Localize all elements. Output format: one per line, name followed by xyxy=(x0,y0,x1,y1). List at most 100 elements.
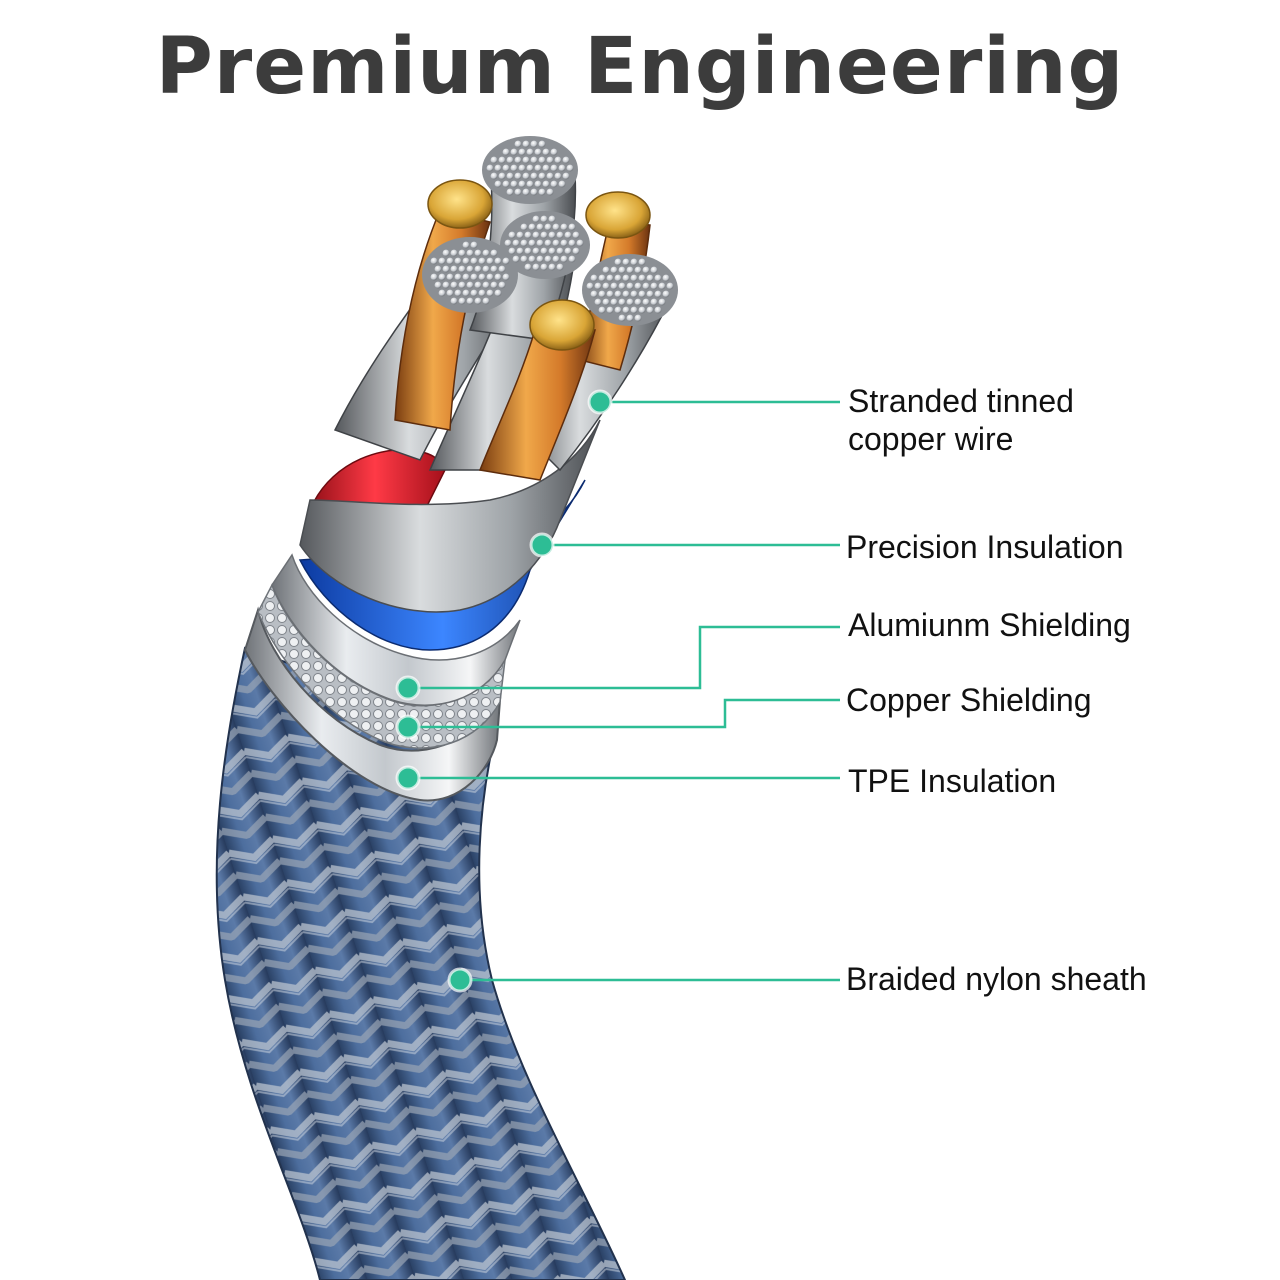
strand-end-dot xyxy=(522,172,530,180)
strand-end-dot xyxy=(470,289,478,297)
strand-end-dot xyxy=(532,263,540,271)
strand-end-dot xyxy=(572,247,580,255)
strand-end-dot xyxy=(650,282,658,290)
callout-label-precision-line1: Precision Insulation xyxy=(846,529,1124,565)
strand-end-dot xyxy=(482,297,490,305)
strand-end-dot xyxy=(662,274,670,282)
strand-end-dot xyxy=(626,298,634,306)
strand-end-dot xyxy=(546,156,554,164)
strand-end-dot xyxy=(524,247,532,255)
strand-end-dot xyxy=(558,164,566,172)
strand-end-dot xyxy=(548,247,556,255)
strand-end-dot xyxy=(474,249,482,257)
strand-end-dot xyxy=(486,289,494,297)
braided-sheath xyxy=(215,646,627,1280)
gold-cap-center xyxy=(529,299,595,351)
strand-end-dot xyxy=(478,289,486,297)
strand-end-dot xyxy=(462,241,470,249)
callout-label-copper: Copper Shielding xyxy=(846,681,1092,719)
strand-end-dot xyxy=(502,257,510,265)
strand-end-dot xyxy=(606,306,614,314)
strand-end-dot xyxy=(638,258,646,266)
strand-end-dot xyxy=(642,298,650,306)
strand-end-dot xyxy=(530,188,538,196)
strand-end-dot xyxy=(528,239,536,247)
strand-end-dot xyxy=(474,281,482,289)
strand-end-dot xyxy=(564,247,572,255)
gold-cap-left xyxy=(427,179,493,229)
callout-label-aluminum: Alumiunm Shielding xyxy=(848,606,1131,644)
strand-end-dot xyxy=(514,140,522,148)
callout-label-stranded: Stranded tinned copper wire xyxy=(848,382,1074,458)
strand-end-dot xyxy=(564,231,572,239)
strand-end-dot xyxy=(560,239,568,247)
strand-end-dot xyxy=(630,290,638,298)
strand-end-dot xyxy=(522,140,530,148)
strand-end-dot xyxy=(522,156,530,164)
strand-end-dot xyxy=(516,231,524,239)
strand-end-dot xyxy=(466,281,474,289)
strand-end-dot xyxy=(650,298,658,306)
strand-end-dot xyxy=(622,274,630,282)
callout-dot-stranded xyxy=(587,389,613,415)
strand-end-dot xyxy=(474,297,482,305)
strand-end-dot xyxy=(490,281,498,289)
strand-end-dot xyxy=(490,172,498,180)
strand-end-dot xyxy=(458,265,466,273)
strand-end-dot xyxy=(542,148,550,156)
strand-end-dot xyxy=(522,188,530,196)
strand-end-dot xyxy=(566,164,574,172)
strand-end-dot xyxy=(546,188,554,196)
strand-end-dot xyxy=(528,223,536,231)
strand-end-dot xyxy=(622,306,630,314)
strand-end-dot xyxy=(442,249,450,257)
strand-end-dot xyxy=(658,282,666,290)
strand-end-dot xyxy=(552,255,560,263)
strand-end-dot xyxy=(538,172,546,180)
strand-end-dot xyxy=(512,239,520,247)
strand-end-dot xyxy=(450,281,458,289)
strand-end-dot xyxy=(534,180,542,188)
aluminum-shield-band xyxy=(271,553,521,707)
strand-end-dot xyxy=(474,265,482,273)
strand-end-dot xyxy=(502,164,510,172)
strand-end-dot xyxy=(454,257,462,265)
strand-end-dot xyxy=(466,297,474,305)
strand-end-dot xyxy=(544,239,552,247)
strand-end-dot xyxy=(560,255,568,263)
strand-end-dot xyxy=(654,306,662,314)
strand-end-dot xyxy=(450,265,458,273)
strand-end-dot xyxy=(532,231,540,239)
strand-end-dot xyxy=(482,249,490,257)
strand-end-dot xyxy=(606,274,614,282)
strand-end-dot xyxy=(598,290,606,298)
strand-end-dot xyxy=(618,298,626,306)
strand-end-dot xyxy=(520,223,528,231)
strand-end-dot xyxy=(462,257,470,265)
strand-end-dot xyxy=(526,180,534,188)
strand-end-dot xyxy=(540,231,548,239)
strand-end-dot xyxy=(532,247,540,255)
strand-end-dot xyxy=(446,289,454,297)
gold-cap-right xyxy=(585,191,651,239)
callout-label-tpe-line1: TPE Insulation xyxy=(848,763,1057,799)
strand-end-dot xyxy=(528,255,536,263)
strand-end-dot xyxy=(514,188,522,196)
strand-end-dot xyxy=(568,239,576,247)
strand-end-dot xyxy=(550,148,558,156)
strand-end-dot xyxy=(534,164,542,172)
strand-end-dot xyxy=(498,156,506,164)
callout-label-braided: Braided nylon sheath xyxy=(846,960,1147,998)
strand-end-dot xyxy=(490,156,498,164)
strand-end-dot xyxy=(486,164,494,172)
strand-end-dot xyxy=(556,263,564,271)
strand-end-dot xyxy=(606,290,614,298)
strand-end-dot xyxy=(646,274,654,282)
strand-end-dot xyxy=(530,140,538,148)
strand-end-dot xyxy=(454,289,462,297)
strand-end-dot xyxy=(626,282,634,290)
strand-end-dot xyxy=(662,290,670,298)
strand-end-dot xyxy=(626,266,634,274)
strand-end-dot xyxy=(430,257,438,265)
strand-end-dot xyxy=(618,282,626,290)
